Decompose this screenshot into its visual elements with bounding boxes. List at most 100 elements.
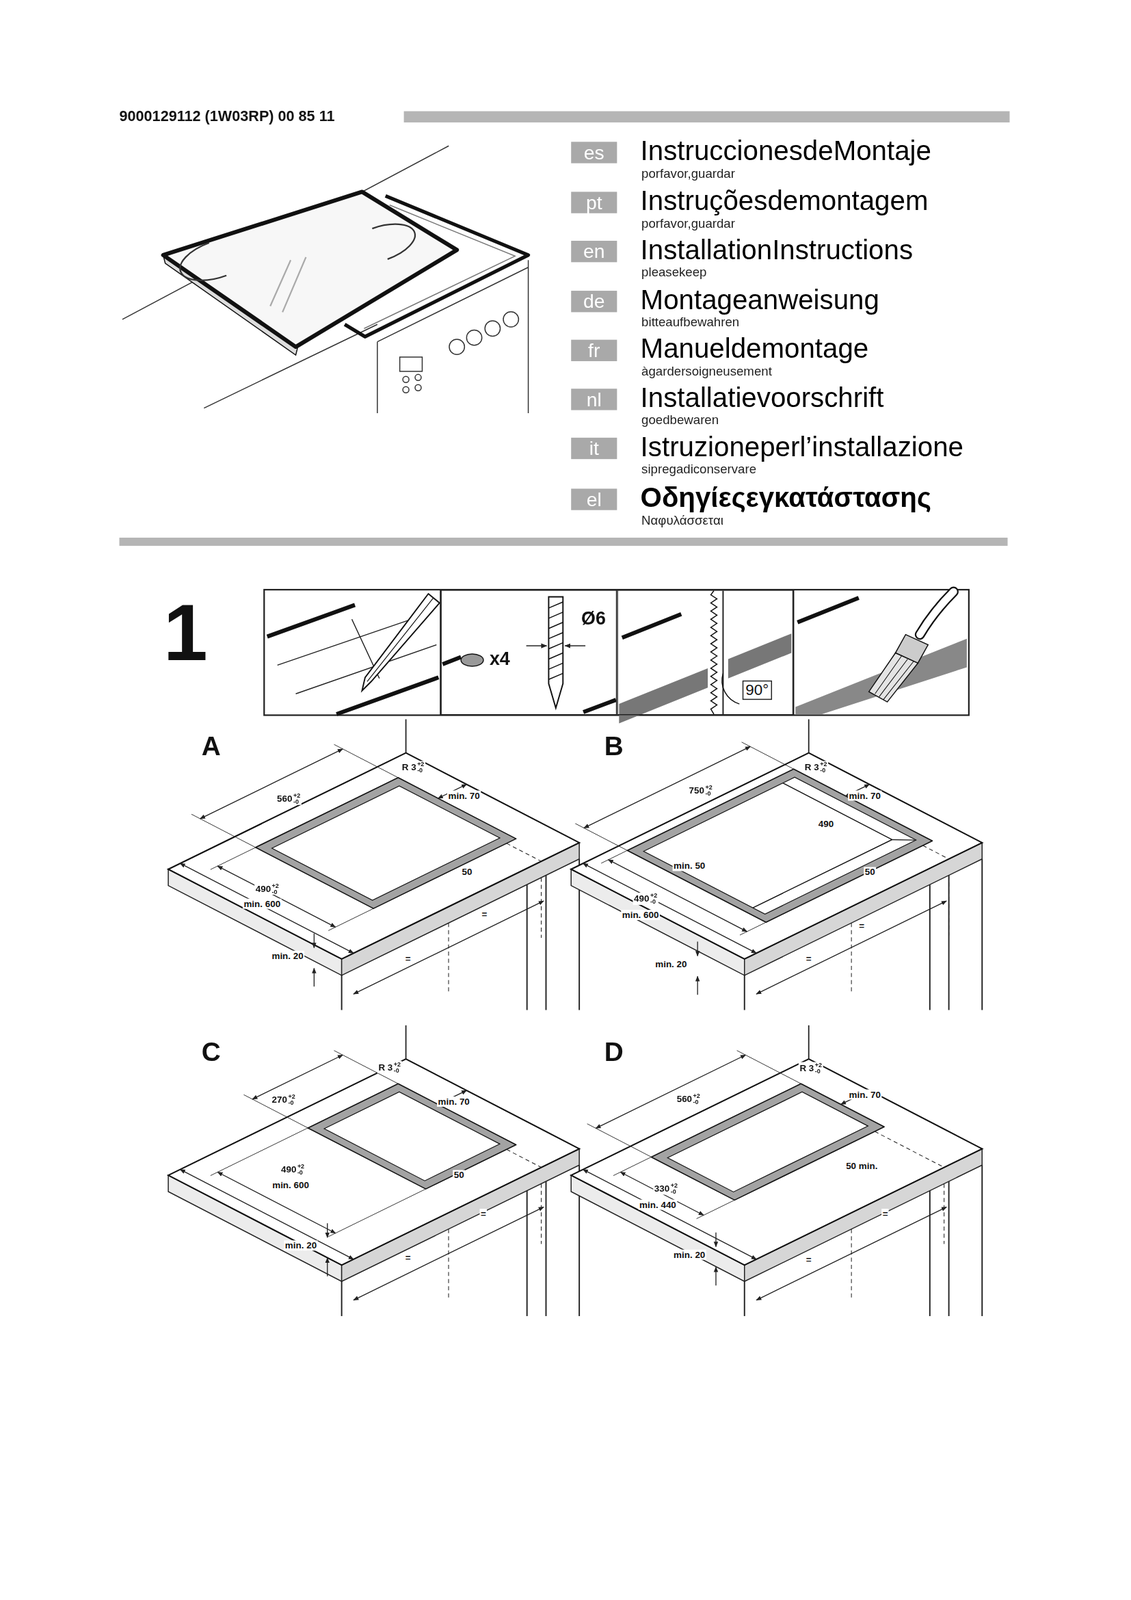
manual-title: Instruçõesdemontagem [640, 184, 929, 218]
lower-tolerance: -0 [417, 767, 424, 774]
dimension-value: R 3 [804, 761, 820, 773]
tolerance-dimension: 330+2-0 [653, 1182, 679, 1195]
hole-mark [460, 653, 484, 667]
cabinet-line [545, 1180, 548, 1316]
thickness-arrow [326, 1222, 328, 1237]
language-code: es [570, 141, 617, 163]
dimension-label: = [480, 1208, 488, 1219]
upper-tolerance: +2 [819, 761, 827, 768]
step-symbol: 90° [742, 680, 773, 700]
thickness-arrow [313, 933, 315, 948]
step-symbol: x4 [489, 649, 511, 671]
manual-title: InstallationInstructions [640, 233, 913, 267]
dimension-line [756, 900, 947, 994]
cutout-figures [168, 718, 982, 1315]
brush-handle [919, 591, 954, 635]
tolerance-dimension: 490+2-0 [633, 892, 659, 905]
center-line [851, 1228, 853, 1300]
oven-button [402, 376, 409, 383]
language-badge: elΟδηγίεςεγκατάστασηςΝαφυλάσσεται [570, 488, 617, 510]
center-line [506, 1148, 542, 1167]
extension-line [243, 1094, 308, 1128]
countertop [168, 752, 580, 959]
tolerance-stack: +2-0 [670, 1182, 678, 1195]
manual-subtitle: porfavor,guardar [641, 217, 736, 232]
dimension-line [200, 748, 344, 819]
step-panel: 90° [616, 589, 794, 715]
dimension-line [353, 1206, 544, 1300]
upper-tolerance: +2 [704, 784, 712, 791]
oven-knob [449, 339, 465, 355]
dimension-line [608, 859, 748, 932]
upper-tolerance: +2 [417, 761, 424, 768]
dimension-value: 490 [255, 882, 271, 894]
counter-edge [622, 614, 682, 638]
tolerance-stack: +2-0 [819, 761, 827, 774]
cabinet-line [981, 1164, 983, 1316]
center-line [851, 922, 853, 993]
variant-letter: D [604, 1038, 624, 1065]
tolerance-stack: +2-0 [272, 882, 279, 895]
language-badge: frManueldemontageàgardersoigneusement [570, 339, 617, 362]
dimension-label: min. 70 [847, 790, 882, 801]
dimension-line [595, 1054, 746, 1128]
tolerance-dimension: R 3+2-0 [803, 761, 829, 774]
dimension-line [353, 900, 544, 994]
strip-divider [440, 589, 794, 715]
cutout-band [307, 1083, 516, 1189]
thickness-arrow [313, 967, 315, 987]
lower-tolerance: -0 [815, 1068, 822, 1075]
manual-title: InstruccionesdeMontaje [640, 134, 932, 168]
upper-tolerance: +2 [693, 1092, 701, 1099]
oven-front [377, 259, 529, 414]
header-bar [404, 111, 1010, 123]
upper-tolerance: +2 [815, 1061, 822, 1069]
lower-tolerance: -0 [670, 1188, 678, 1195]
dimension-label: min. 440 [638, 1199, 678, 1210]
cabinet-line [948, 1180, 950, 1316]
diameter-arrow [564, 644, 586, 646]
counter-edge [797, 597, 859, 623]
manual-title: Installatievoorschrift [640, 381, 885, 415]
dimension-value: 560 [676, 1093, 693, 1104]
dimension-label: min. 70 [436, 1096, 471, 1107]
center-line [943, 1182, 945, 1244]
dimension-label: 490 [817, 818, 835, 829]
dimension-label: min. 50 [672, 860, 707, 872]
manual-title: Istruzioneperl’installazione [640, 430, 964, 463]
wall-line [808, 718, 810, 753]
language-badge: ptInstruçõesdemontagemporfavor,guardar [570, 191, 617, 213]
language-badge: itIstruzioneperl’installazionesipregadic… [570, 437, 617, 459]
cutout [667, 1091, 868, 1192]
lower-tolerance: -0 [287, 1099, 295, 1106]
cabinet-line [929, 884, 931, 1010]
dimension-label: = [480, 908, 489, 920]
cabinet-line [743, 1280, 746, 1316]
dimension-label: min. 70 [847, 1089, 882, 1100]
dimension-label: min. 20 [672, 1249, 707, 1260]
document-number: 9000129112 (1W03RP) 00 85 11 [118, 108, 335, 126]
lower-tolerance: -0 [393, 1066, 401, 1073]
dimension-value: 490 [633, 893, 649, 904]
upper-tolerance: +2 [293, 792, 301, 799]
cutout [272, 785, 500, 900]
extension-line [191, 813, 256, 848]
thickness-arrow [696, 941, 698, 956]
dimension-label: = [881, 1208, 889, 1219]
dimension-label: = [404, 1252, 412, 1263]
saw-blade [711, 590, 718, 714]
cabinet-line [929, 1190, 931, 1316]
upper-tolerance: +2 [272, 882, 279, 889]
countertop [168, 1058, 580, 1265]
dimension-value: 330 [654, 1182, 670, 1194]
dimension-line [583, 1169, 757, 1259]
dimension-value: 490 [281, 1163, 297, 1174]
dimension-label: = [804, 1254, 813, 1265]
dimension-label: = [404, 953, 412, 964]
thickness-arrow [326, 1257, 328, 1276]
dimension-value: 560 [276, 793, 292, 804]
thickness-arrow [715, 1232, 716, 1247]
language-code: en [570, 240, 617, 262]
language-code: fr [570, 339, 617, 362]
